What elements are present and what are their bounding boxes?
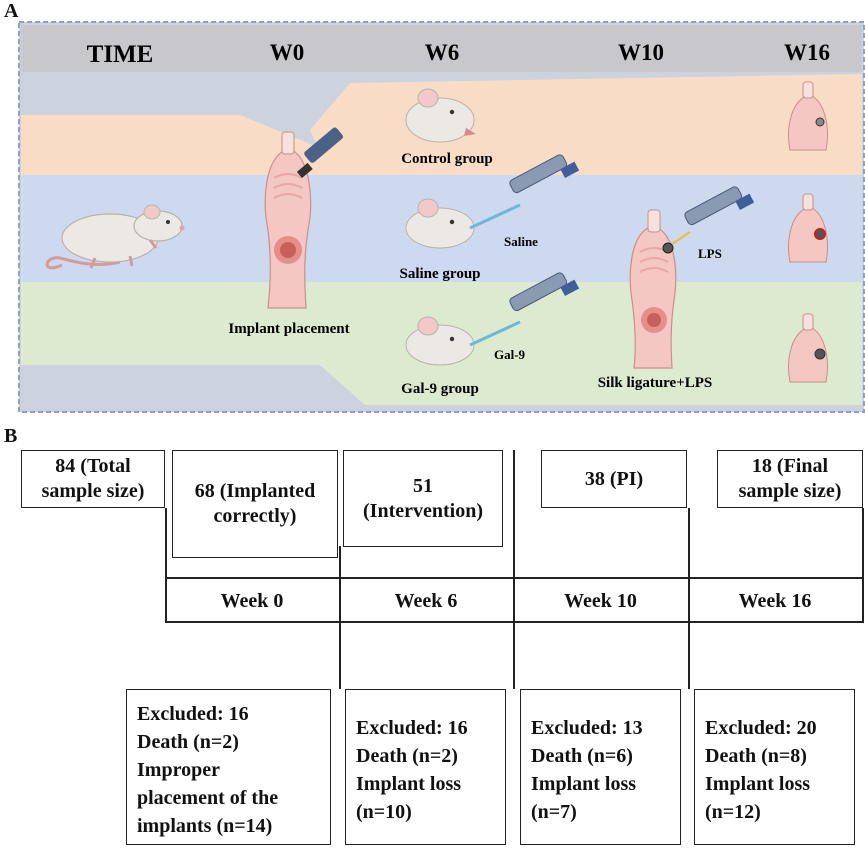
panel-a-letter: A [4,0,19,22]
excluded-line: Implant loss [356,773,462,795]
week-16-label: Week 16 [738,590,812,612]
maxilla-icon-w16-control [788,81,828,151]
week-w16-label: W16 [784,40,830,65]
grid-line [513,450,515,689]
excluded-line: Implant loss [531,773,637,795]
excluded-line: Death (n=8) [705,745,807,767]
excluded-line: Excluded: 16 [356,717,468,739]
box-line: correctly) [213,505,297,527]
week-w0-label: W0 [270,40,305,65]
excluded-line: Improper [137,759,220,781]
box-line: sample size) [738,480,842,502]
panel-b-letter: B [4,425,18,447]
grid-line [165,577,864,579]
pipette-icon-lps [684,186,755,226]
control-band-left [21,115,330,175]
control-band [310,74,862,175]
week-w10-label: W10 [618,40,664,65]
excluded-line: placement of the [137,787,279,809]
mouse-icon [45,204,185,270]
saline-mouse-head-icon [405,198,521,249]
week-w6-label: W6 [425,40,460,65]
grid-line [339,546,341,689]
grid-line [862,508,864,622]
excluded-line: Death (n=2) [356,745,458,767]
excluded-line: Death (n=6) [531,745,633,767]
lps-label: LPS [698,246,722,261]
excluded-line: Implant loss [705,773,811,795]
excluded-line: (n=10) [356,801,412,823]
maxilla-icon-w16-saline [788,193,828,263]
timeline-header [21,25,862,72]
silk-ligature-label: Silk ligature+LPS [598,375,713,391]
grid-line [688,508,690,689]
gal9-mouse-head-icon [405,316,521,366]
maxilla-icon-w16-gal9 [788,313,828,383]
gal9-label: Gal-9 [494,347,526,362]
maxilla-icon-w0 [264,131,312,309]
box-line: (Intervention) [363,499,483,522]
time-label: TIME [87,41,154,68]
grid-line [165,508,167,622]
control-mouse-head-icon [405,88,476,143]
pipette-icon-gal9 [509,272,580,312]
pipette-icon-saline [509,154,580,194]
excluded-line: Excluded: 16 [137,703,249,725]
excluded-line: Death (n=2) [137,731,239,753]
box-line: sample size) [41,480,145,502]
box-line: 18 (Final [751,455,829,477]
saline-group-label: Saline group [400,266,481,282]
excluded-box-week10: Excluded: 13 Death (n=6) Implant loss (n… [520,689,681,845]
box-line: 51 [412,474,433,497]
pi-box: 38 (PI) [541,450,687,508]
control-group-label: Control group [401,151,493,167]
intervention-box: 51(Intervention) [343,450,503,547]
implant-placement-label: Implant placement [228,321,349,337]
panel-a-diagram: TIME W0 W6 W10 W16 [18,21,865,413]
maxilla-icon-w10 [629,209,691,369]
box-line: 38 (PI) [584,467,644,490]
saline-label: Saline [504,234,538,249]
implanted-box: 68 (Implanted correctly) [172,450,338,558]
excluded-line: Excluded: 20 [705,717,817,739]
excluded-box-week16: Excluded: 20 Death (n=8) Implant loss (n… [694,689,855,845]
excluded-box-week6: Excluded: 16 Death (n=2) Implant loss (n… [345,689,506,845]
week-6-label: Week 6 [394,590,458,612]
box-line: 84 (Total [55,455,131,477]
week-10-label: Week 10 [564,590,637,612]
excluded-line: implants (n=14) [137,815,273,837]
grid-line [165,621,864,623]
excluded-line: (n=12) [705,801,761,823]
week-0-label: Week 0 [220,590,284,612]
box-line: 68 (Implanted [194,480,316,502]
gal9-group-label: Gal-9 group [401,381,479,397]
excluded-line: (n=7) [531,801,577,823]
excluded-box-week0: Excluded: 16 Death (n=2) Improper placem… [126,689,331,845]
implant-driver-icon [296,127,343,178]
total-sample-box: 84 (Total sample size) [21,450,165,508]
excluded-line: Excluded: 13 [531,717,643,739]
final-sample-box: 18 (Final sample size) [717,450,863,508]
